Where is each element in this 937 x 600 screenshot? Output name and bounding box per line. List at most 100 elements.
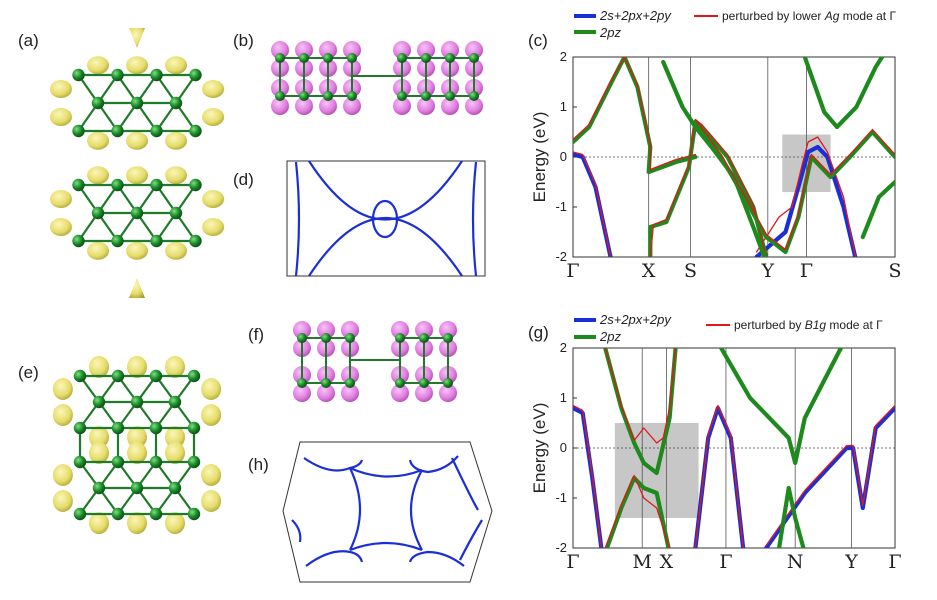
orbital-lobe: [391, 384, 409, 402]
atom: [73, 369, 87, 383]
density-lobe: [127, 512, 147, 535]
band-blue: [573, 152, 613, 257]
atom: [189, 178, 202, 192]
atom: [111, 178, 124, 192]
orbital-lobe: [415, 321, 433, 339]
density-lobe: [126, 241, 148, 260]
atom: [91, 96, 105, 110]
atom: [150, 234, 163, 248]
density-lobe: [126, 56, 148, 75]
atom: [345, 378, 355, 388]
fs-curve: [349, 541, 423, 552]
legend-c: 2s+2px+2py 2pz perturbed by lower Ag mod…: [574, 8, 896, 40]
orbital-lobe: [293, 321, 311, 339]
panel-label-f: (f): [248, 325, 264, 344]
bands-clip: [573, 57, 895, 257]
band-green: [604, 475, 671, 548]
atom: [321, 333, 331, 343]
atom: [299, 53, 309, 63]
orbital-isosurface-b: [271, 41, 483, 115]
density-lobe: [165, 441, 185, 464]
atom: [73, 421, 87, 435]
crystal-structure-a: [49, 28, 225, 298]
orbital-isosurface-f: [293, 321, 457, 402]
ytick-label: 0: [560, 149, 567, 164]
legend-g-label-2: 2pz: [599, 329, 621, 344]
density-lobe: [89, 426, 109, 449]
band-red: [755, 136, 857, 257]
density-lobe: [49, 218, 72, 236]
density-lobe: [165, 512, 185, 535]
density-lobe: [165, 355, 185, 378]
panel-label-g: (g): [528, 323, 549, 342]
density-lobe: [201, 464, 222, 486]
ytick-label: -1: [555, 490, 567, 505]
band-red: [694, 118, 895, 251]
atom: [395, 333, 405, 343]
atom: [149, 507, 163, 521]
band-green: [802, 57, 885, 130]
panel-label-b: (b): [233, 31, 254, 50]
atom: [73, 455, 87, 469]
atom: [299, 91, 309, 101]
density-lobe: [202, 80, 225, 98]
atom: [395, 378, 405, 388]
atom: [397, 53, 407, 63]
legend-g: 2s+2px+2py 2pz perturbed by B1g mode at …: [574, 312, 883, 344]
orbital-lobe: [439, 384, 457, 402]
kpoint-label: S: [888, 260, 901, 282]
atom: [72, 68, 85, 82]
legend-g-label-3: perturbed by B1g mode at Γ: [734, 318, 883, 332]
atom: [111, 124, 124, 138]
density-lobe: [52, 404, 73, 426]
kpoint-label: Γ: [566, 551, 579, 573]
kpoint-label: Y: [844, 551, 858, 573]
legend-c-label-2: 2pz: [599, 25, 621, 40]
orbital-lobe: [293, 384, 311, 402]
fs-arc: [459, 519, 483, 561]
band-red: [573, 151, 612, 257]
legend-c-label-3: perturbed by lower Ag mode at Γ: [722, 9, 896, 23]
fs-arc: [408, 550, 465, 567]
atom: [149, 455, 163, 469]
orbital-lobe: [417, 41, 435, 59]
orbital-lobe: [465, 97, 483, 115]
band-green: [693, 119, 895, 255]
legend-g-mode: B1g: [805, 318, 827, 332]
orbital-lobe: [319, 41, 337, 59]
band-red: [765, 404, 895, 547]
ytick-label: 1: [560, 99, 567, 114]
density-lobe: [87, 131, 109, 150]
orbital-lobe: [393, 41, 411, 59]
atom: [72, 124, 85, 138]
ylabel-c: Energy (eV): [530, 112, 549, 203]
fs-edge-left: [294, 161, 301, 277]
atom: [187, 369, 201, 383]
atom: [469, 91, 479, 101]
atom: [345, 333, 355, 343]
atom: [149, 421, 163, 435]
density-lobe: [87, 241, 109, 260]
atom: [130, 206, 144, 220]
kpoint-label: Γ: [566, 260, 579, 282]
ytick-label: -2: [555, 540, 567, 555]
atom: [445, 53, 455, 63]
ytick-label: 2: [560, 49, 567, 64]
ytick-label: 0: [560, 440, 567, 455]
atom: [169, 206, 183, 220]
atom: [443, 378, 453, 388]
density-lobe: [202, 218, 225, 236]
ylabel-g: Energy (eV): [530, 403, 549, 494]
atom: [73, 507, 87, 521]
panel-label-c: (c): [528, 31, 548, 50]
kpoint-label: Γ: [719, 551, 732, 573]
orbital-lobe: [343, 97, 361, 115]
fs-curve: [349, 467, 362, 551]
atom: [323, 53, 333, 63]
kpoint-label: Γ: [800, 260, 813, 282]
atom: [72, 178, 85, 192]
density-lobe: [89, 355, 109, 378]
density-lobe: [126, 131, 148, 150]
kpoint-label: X: [660, 551, 674, 573]
band-green: [573, 57, 698, 175]
